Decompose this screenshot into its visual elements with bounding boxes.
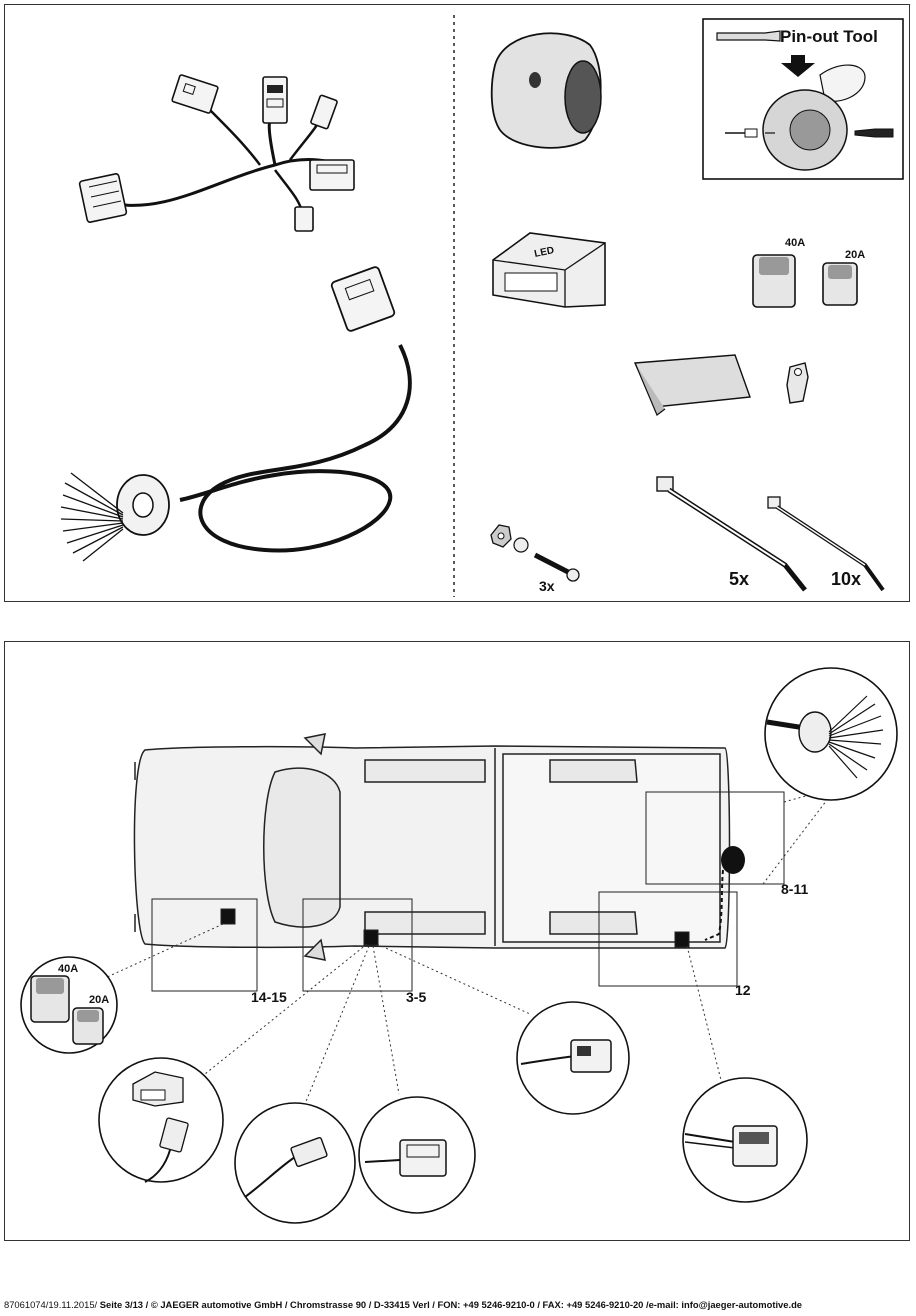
callout-fuse-box-area [151,898,258,992]
parts-list-panel: Pin-out Tool LED 40A 20A [4,4,910,602]
rear-cable-route [704,869,724,941]
harness-connector-bottom [294,206,314,232]
pickup-truck-top-view [133,733,731,961]
callout-socket-label: 8-11 [781,881,808,897]
footer-details: Seite 3/13 / © JAEGER automotive GmbH / … [99,1299,803,1310]
callout-fuse-box-label: 14-15 [251,989,287,1005]
detail-module-connector [98,1057,224,1183]
callout-socket-area [645,791,785,885]
led-control-module: LED [492,232,606,308]
cable-tie-small-qty: 10x [831,569,861,589]
arrow-down-icon [781,55,815,77]
harness-connector-left [78,173,128,223]
harness-connector-top-b [262,76,288,124]
harness-connector-right [309,159,355,191]
fuse-40a-label: 40A [785,237,805,249]
detail-rear-connector [682,1077,808,1203]
fuse-20a-icon [822,262,858,306]
bolt-set [490,524,580,582]
detail-socket-wiring [764,667,898,801]
detail-fuses [20,956,118,1054]
pinout-tool-label: Pin-out Tool [780,27,878,46]
parts-list-illustration: Pin-out Tool LED 40A 20A [60,15,904,597]
fuse-40a-icon [752,254,796,308]
rear-harness-connector [330,266,396,332]
bolt-qty-label: 3x [539,578,555,594]
detail-small-connector [234,1102,356,1224]
adhesive-pad [633,354,751,416]
footer-docref: 87061074/19.11.2015/ [4,1299,100,1310]
detail-fuse-40a-label: 40A [58,963,78,975]
cable-tie-small [767,496,885,592]
pinout-tool-box: Pin-out Tool [702,18,904,180]
detail-vehicle-connector [516,1001,630,1115]
rear-harness-cable [179,344,412,553]
pinout-tool-icon [716,30,781,42]
footer: 87061074/19.11.2015/ Seite 3/13 / © JAEG… [4,1299,914,1310]
callout-rear-connector-label: 12 [735,982,751,998]
13-pin-socket [490,32,602,149]
detail-multi-connector [358,1096,476,1214]
tow-socket-marker [721,846,745,874]
installation-diagram: 14-15 3-5 8-11 12 40A 20A [20,667,898,1224]
cable-tie-large [656,476,807,592]
callout-rear-connector-area [598,891,738,987]
loose-wire-ends [60,472,124,562]
ground-terminal [786,362,809,404]
callout-module-label: 3-5 [406,989,426,1005]
callout-module-area [302,898,413,992]
cable-tie-large-qty: 5x [729,569,749,589]
harness-connector-top-c [310,94,338,130]
harness-connector-top-a [171,74,219,114]
detail-fuse-20a-label: 20A [89,994,109,1006]
svg-text:LED: LED [533,245,555,260]
installation-panel: 14-15 3-5 8-11 12 40A 20A [4,641,910,1241]
fuse-20a-label: 20A [845,249,865,261]
socket-mounting-plate [116,474,170,536]
